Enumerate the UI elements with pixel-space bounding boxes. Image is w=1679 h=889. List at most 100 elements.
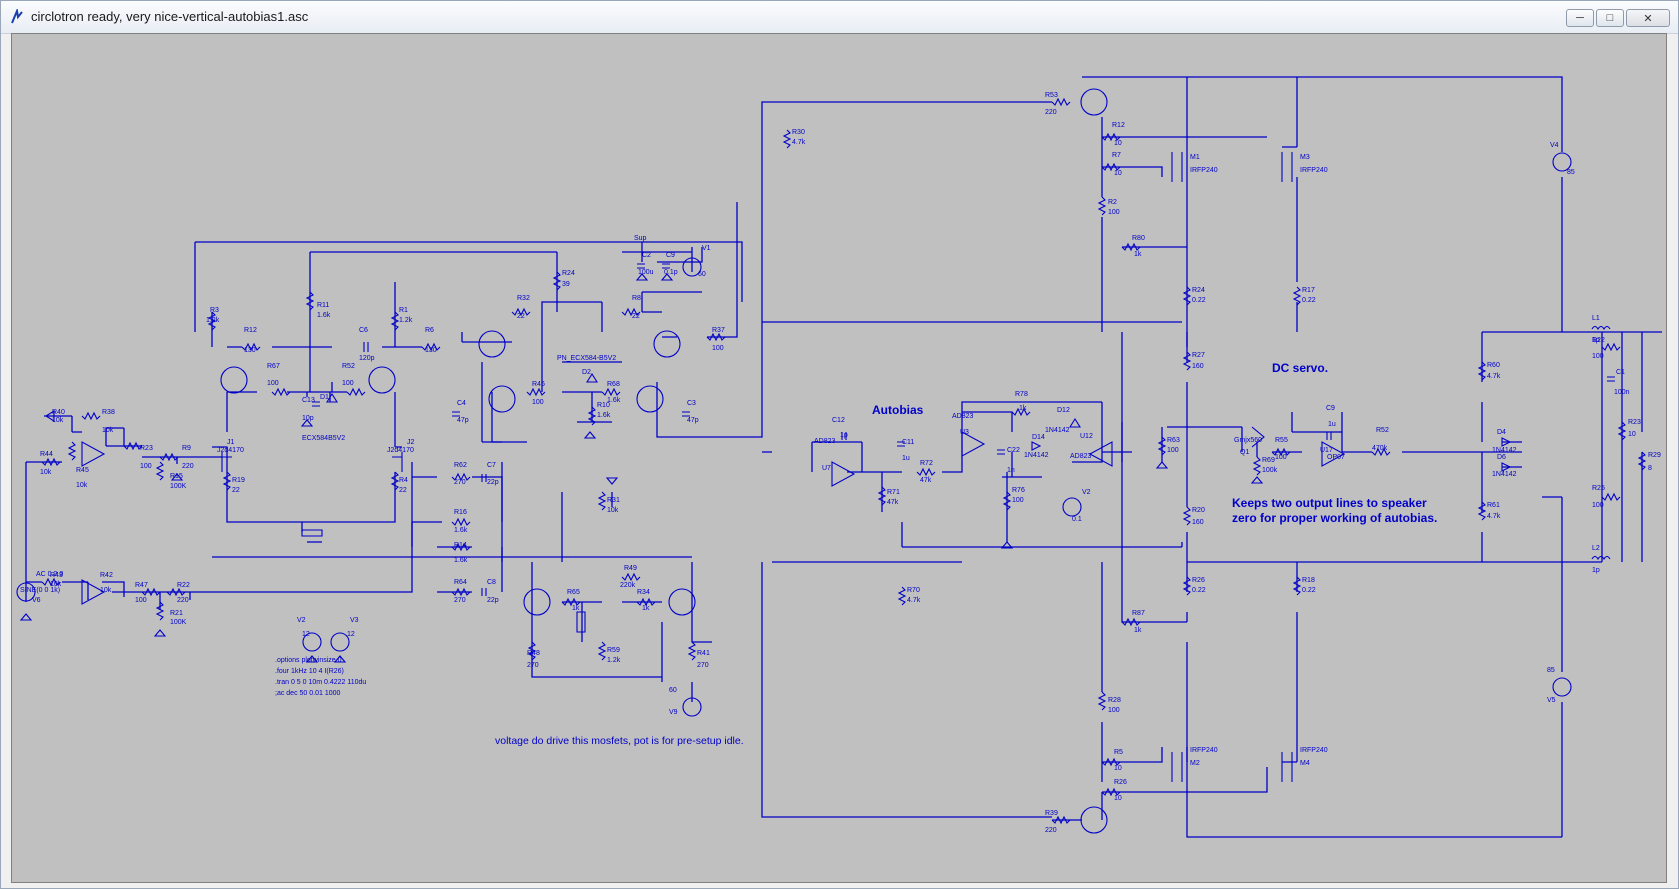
label-R26a: R26 bbox=[1192, 577, 1205, 584]
label-R47: R47 bbox=[135, 582, 148, 589]
label-R34-value: 1k bbox=[642, 605, 650, 612]
label-J1-value: J2d4170 bbox=[217, 447, 244, 454]
label-R22b: R22 bbox=[1592, 337, 1605, 344]
label-R80: R80 bbox=[1132, 235, 1145, 242]
label-V3-value: 12 bbox=[347, 631, 355, 638]
label-R70-value: 4.7k bbox=[907, 597, 921, 604]
label-R27: R27 bbox=[1192, 352, 1205, 359]
label-R10-value: 1.6k bbox=[597, 412, 611, 419]
label-D1: D1 bbox=[320, 394, 329, 401]
label-R23a: R23 bbox=[140, 445, 153, 452]
close-button[interactable]: ✕ bbox=[1626, 9, 1670, 27]
label-C9a-value: 0.1p bbox=[664, 269, 678, 276]
label-R24b: R24 bbox=[1192, 287, 1205, 294]
label-U3-model: AD823 bbox=[952, 413, 974, 420]
keeps-line2-label: zero for proper working of autobias. bbox=[1232, 511, 1437, 525]
label-R64-value: 270 bbox=[454, 597, 466, 604]
label-R43-value: 10k bbox=[50, 581, 62, 588]
label-R60-value: 4.7k bbox=[1487, 373, 1501, 380]
window-title: circlotron ready, very nice-vertical-aut… bbox=[31, 9, 309, 24]
label-R26b: R26 bbox=[1114, 779, 1127, 786]
label-C4-value: 47p bbox=[457, 417, 469, 424]
label-R8: R8 bbox=[632, 295, 641, 302]
label-C1: C1 bbox=[1616, 369, 1625, 376]
label-R63: R63 bbox=[1167, 437, 1180, 444]
label-R68-value: 1.6k bbox=[607, 397, 621, 404]
label-D14: D14 bbox=[1032, 434, 1045, 441]
label-R48: R48 bbox=[527, 650, 540, 657]
label-R47-value: 100 bbox=[135, 597, 147, 604]
label-M3-model: IRFP240 bbox=[1300, 167, 1328, 174]
active-devices bbox=[81, 88, 1346, 834]
label-V9: V9 bbox=[669, 709, 678, 716]
label-R10: R10 bbox=[597, 402, 610, 409]
label-R16-value: 1.6k bbox=[454, 527, 468, 534]
label-R37-value: 100 bbox=[712, 345, 724, 352]
label-R20-value: 160 bbox=[1192, 519, 1204, 526]
label-C2: C2 bbox=[642, 252, 651, 259]
label-R52b: R52 bbox=[1376, 427, 1389, 434]
label-C7-value: 22p bbox=[487, 479, 499, 486]
label-L1-value: 1p bbox=[1592, 337, 1600, 344]
label-R12b: R12 bbox=[1112, 122, 1125, 129]
label-R26a-value: 0.22 bbox=[1192, 587, 1206, 594]
label-Q1: Q1 bbox=[1240, 449, 1249, 456]
label-R34: R34 bbox=[637, 589, 650, 596]
label-R17-value: 0.22 bbox=[1302, 297, 1316, 304]
label-U17-model: OP07 bbox=[1327, 454, 1345, 461]
label-J2-value: J2d4170 bbox=[387, 447, 414, 454]
label-L1: L1 bbox=[1592, 315, 1600, 322]
label-D4: D4 bbox=[1497, 429, 1506, 436]
label-R59-value: 1.2k bbox=[607, 657, 621, 664]
components bbox=[16, 152, 1615, 717]
label-R44: R44 bbox=[40, 451, 53, 458]
label-R61-value: 4.7k bbox=[1487, 513, 1501, 520]
label-R25-value: 100 bbox=[1592, 502, 1604, 509]
maximize-button[interactable]: □ bbox=[1596, 9, 1624, 27]
label-R18-value: 0.22 bbox=[1302, 587, 1316, 594]
label-C6: C6 bbox=[359, 327, 368, 334]
label-V2: V2 bbox=[297, 617, 306, 624]
close-icon: ✕ bbox=[1643, 12, 1653, 25]
label-R38: R38 bbox=[102, 409, 115, 416]
label-R78: R78 bbox=[1015, 391, 1028, 398]
label-R38-value: 10k bbox=[102, 427, 114, 434]
schematic-canvas[interactable]: DC servo. Autobias Keeps two output line… bbox=[11, 33, 1667, 883]
sine-source-label: SINE(0 0 1k) bbox=[20, 587, 60, 594]
label-D1-value: ECX584B5V2 bbox=[302, 435, 345, 442]
label-R46-value: 100 bbox=[532, 399, 544, 406]
label-R87-value: 1k bbox=[1134, 627, 1142, 634]
label-R53-value: 220 bbox=[1045, 109, 1057, 116]
label-C22: C22 bbox=[1007, 447, 1020, 454]
label-U12: U12 bbox=[1080, 433, 1093, 440]
label-R76-value: 100 bbox=[1012, 497, 1024, 504]
label-R64: R64 bbox=[454, 579, 467, 586]
wires-output bbox=[1052, 76, 1643, 838]
label-D12-value: 1N4142 bbox=[1045, 427, 1070, 434]
label-R49-value: 220k bbox=[620, 582, 636, 589]
label-V2b: V2 bbox=[1082, 489, 1091, 496]
label-R65-value: 1k bbox=[572, 605, 580, 612]
label-R70: R70 bbox=[907, 587, 920, 594]
label-R67-value: 100 bbox=[267, 380, 279, 387]
label-M4-model: IRFP240 bbox=[1300, 747, 1328, 754]
title-bar[interactable]: circlotron ready, very nice-vertical-aut… bbox=[1, 1, 1678, 34]
label-R2-value: 100 bbox=[1108, 209, 1120, 216]
label-R39-value: 220 bbox=[1045, 827, 1057, 834]
resistors bbox=[41, 97, 1647, 825]
label-R72: R72 bbox=[920, 460, 933, 467]
label-R6-value: 130 bbox=[425, 347, 437, 354]
label-R14-value: 1.6k bbox=[454, 557, 468, 564]
label-R20: R20 bbox=[1192, 507, 1205, 514]
label-C6-value: 120p bbox=[359, 355, 375, 362]
label-U12-model: AD823 bbox=[1070, 453, 1092, 460]
keeps-line1-label: Keeps two output lines to speaker bbox=[1232, 496, 1427, 510]
label-C12-value: 1p bbox=[840, 432, 848, 439]
label-M2: M2 bbox=[1190, 760, 1200, 767]
label-R46: R46 bbox=[532, 381, 545, 388]
ltspice-icon bbox=[11, 9, 23, 24]
label-C22-value: 1n bbox=[1007, 467, 1015, 474]
minimize-button[interactable]: ─ bbox=[1566, 9, 1594, 27]
schematic-diagram[interactable]: DC servo. Autobias Keeps two output line… bbox=[12, 34, 1667, 883]
label-PN: PN_ECX584-B5V2 bbox=[557, 355, 616, 362]
